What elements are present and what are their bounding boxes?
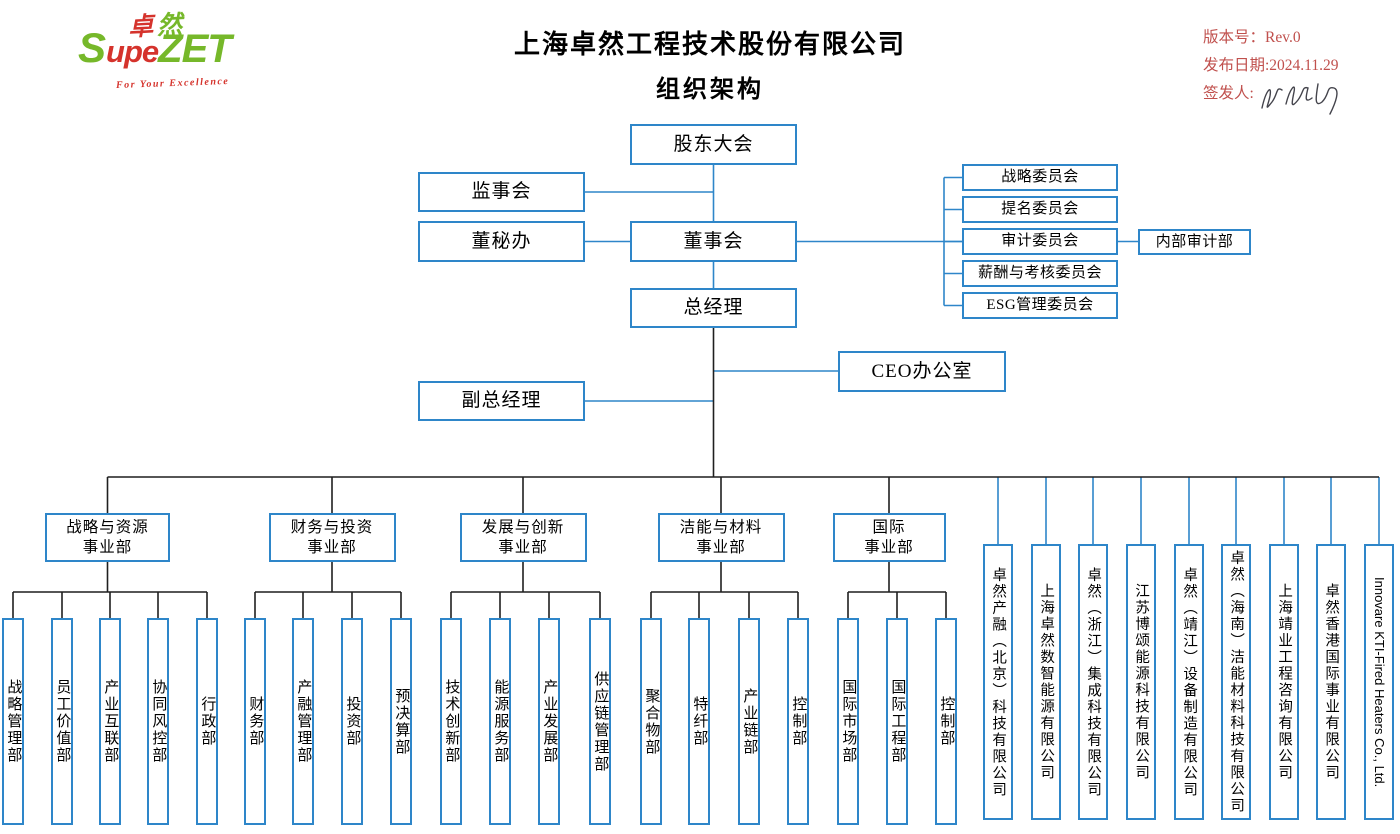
subsidiary-box: 卓然（海南）洁能材料科技有限公司 (1221, 544, 1251, 820)
company-logo: 卓然 SupeZET For Your Excellence (78, 6, 278, 96)
department-box: 控制部 (935, 618, 957, 825)
division-label-line: 事业部 (864, 538, 914, 556)
division-label-line: 战略与资源 (66, 519, 149, 537)
signature-image (1261, 83, 1338, 115)
division-label-line: 事业部 (498, 538, 548, 556)
board-of-directors-box: 董事会 (630, 221, 797, 262)
committee-box: 薪酬与考核委员会 (962, 260, 1118, 287)
department-box: 财务部 (244, 618, 266, 825)
department-box: 投资部 (341, 618, 363, 825)
shareholders-meeting-box: 股东大会 (630, 124, 797, 165)
company-name-title: 上海卓然工程技术股份有限公司 (513, 30, 906, 59)
division-box: 财务与投资事业部 (268, 513, 396, 562)
division-box: 国际事业部 (832, 513, 946, 562)
department-box: 行政部 (196, 618, 218, 825)
department-box: 产融管理部 (292, 618, 314, 825)
subsidiary-box: 卓然（浙江）集成科技有限公司 (1078, 544, 1108, 820)
department-box: 产业链部 (738, 618, 760, 825)
division-label-line: 发展与创新 (481, 519, 565, 537)
department-box: 员工价值部 (51, 618, 73, 825)
division-box: 发展与创新事业部 (459, 513, 587, 562)
deputy-general-manager-box: 副总经理 (418, 381, 585, 421)
document-meta: 版本号：Rev.0 发布日期:2024.11.29 签发人: (1203, 24, 1348, 120)
department-box: 战略管理部 (2, 618, 24, 825)
subsidiary-box: 卓然香港国际事业有限公司 (1316, 544, 1346, 820)
division-label-line: 财务与投资 (290, 519, 374, 537)
division-label-line: 国际 (872, 519, 906, 537)
department-box: 协同风控部 (147, 618, 169, 825)
logo-tagline: For Your Excellence (115, 76, 230, 91)
division-box: 战略与资源事业部 (45, 513, 170, 562)
page-title: 上海卓然工程技术股份有限公司 组织架构 (430, 24, 990, 104)
committee-box: 审计委员会 (962, 228, 1118, 255)
department-box: 控制部 (787, 618, 809, 825)
department-box: 国际工程部 (886, 618, 908, 825)
department-box: 特纤部 (688, 618, 710, 825)
logo-en-s: S (78, 24, 107, 71)
division-box: 洁能与材料事业部 (657, 513, 785, 562)
division-label-line: 事业部 (307, 538, 357, 556)
subsidiary-box: Innovare KTI-Fired Heaters Co., Ltd. (1364, 544, 1394, 820)
subsidiary-box: 上海卓然数智能源有限公司 (1031, 544, 1061, 820)
committee-box: ESG管理委员会 (962, 292, 1118, 319)
department-box: 国际市场部 (837, 618, 859, 825)
internal-audit-dept-box: 内部审计部 (1138, 229, 1251, 255)
division-label-line: 事业部 (696, 538, 746, 556)
committee-box: 提名委员会 (962, 196, 1118, 223)
department-box: 预决算部 (390, 618, 412, 825)
logo-en-zet: ZET (158, 27, 232, 71)
department-box: 能源服务部 (489, 618, 511, 825)
department-box: 技术创新部 (440, 618, 462, 825)
division-label-line: 洁能与材料 (679, 519, 763, 537)
board-secretary-office-box: 董秘办 (418, 221, 585, 262)
signer-label: 签发人: (1203, 85, 1254, 102)
general-manager-box: 总经理 (630, 288, 797, 328)
logo-en-text: SupeZET (78, 24, 232, 72)
department-box: 产业发展部 (538, 618, 560, 825)
department-box: 聚合物部 (640, 618, 662, 825)
subsidiary-box: 上海靖业工程咨询有限公司 (1269, 544, 1299, 820)
release-date-label: 发布日期:2024.11.29 (1203, 57, 1339, 74)
subsidiary-box: 江苏博颂能源科技有限公司 (1126, 544, 1156, 820)
subsidiary-box: 卓然产融（北京）科技有限公司 (983, 544, 1013, 820)
supervisory-board-box: 监事会 (418, 172, 585, 212)
subsidiary-box: 卓然（靖江）设备制造有限公司 (1174, 544, 1204, 820)
chart-subtitle: 组织架构 (656, 77, 764, 103)
ceo-office-box: CEO办公室 (838, 351, 1006, 392)
department-box: 供应链管理部 (589, 618, 611, 825)
division-label-line: 事业部 (82, 538, 133, 556)
committee-box: 战略委员会 (962, 164, 1118, 191)
version-label: 版本号：Rev.0 (1203, 29, 1301, 46)
department-box: 产业互联部 (99, 618, 121, 825)
logo-en-upe: upe (106, 34, 159, 69)
